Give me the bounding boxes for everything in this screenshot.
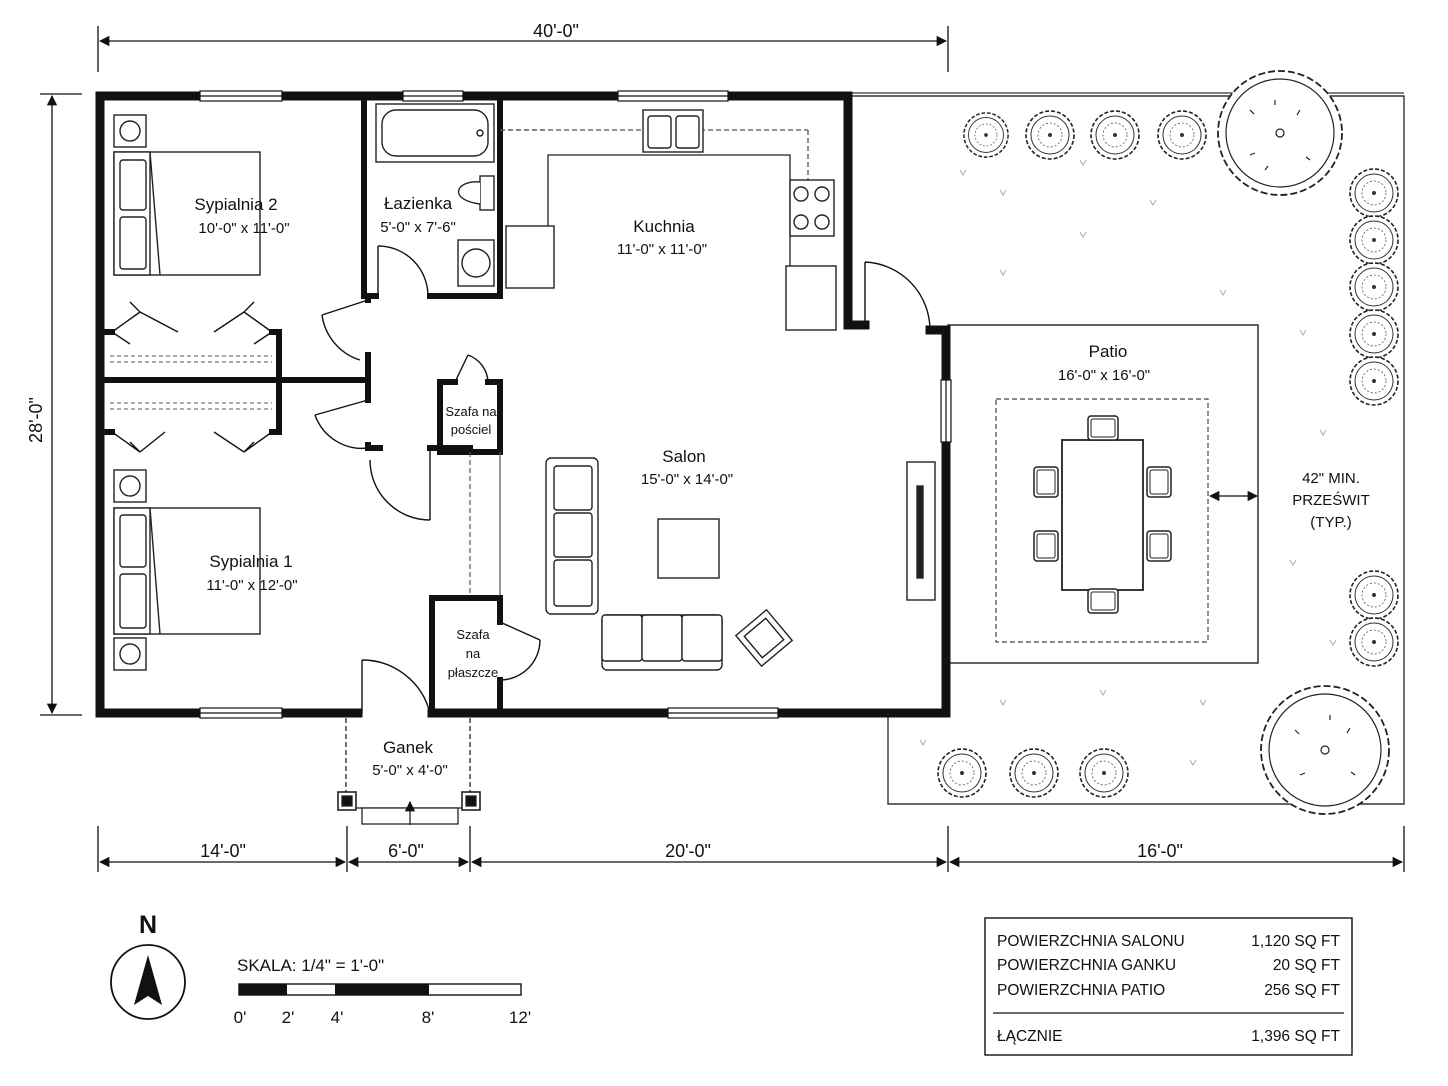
kitchen-sink-icon (642, 109, 704, 153)
windows (199, 90, 952, 719)
shrub-row-top (963, 110, 1207, 160)
tv-console-icon (906, 461, 936, 601)
dimension-label-1: 14'-0" (200, 841, 246, 861)
bedroom1-name: Sypialnia 1 (209, 552, 292, 571)
clearance-line-3: (TYP.) (1310, 514, 1351, 531)
scale-tick-0: 0' (234, 1008, 247, 1027)
shrub-column-right (1349, 168, 1399, 667)
clearance-line-2: PRZEŚWIT (1292, 491, 1370, 509)
north-arrow-icon: N (110, 911, 186, 1020)
living-size: 15'-0" x 14'-0" (641, 471, 733, 488)
bathtub-icon (375, 103, 495, 163)
north-label: N (139, 911, 157, 939)
fridge-icon (785, 265, 837, 331)
doors (111, 245, 931, 714)
porch (337, 718, 481, 825)
living-name: Salon (662, 447, 705, 466)
shrub-row-bottom (937, 748, 1129, 798)
dimension-label-2: 6'-0" (388, 841, 424, 861)
area-row-label: POWIERZCHNIA GANKU (997, 957, 1176, 974)
scale-tick-4: 4' (331, 1008, 344, 1027)
sofa-icon (545, 457, 599, 615)
coat-closet-line-3: płaszcze (448, 665, 499, 680)
scale-label: SKALA: 1/4" = 1'-0" (237, 956, 384, 975)
bathroom-size: 5'-0" x 7'-6" (380, 219, 456, 236)
kitchen-name: Kuchnia (633, 217, 695, 236)
dining-table (1033, 415, 1172, 614)
area-total-label: ŁĄCZNIE (997, 1028, 1062, 1045)
bathroom-name: Łazienka (384, 194, 453, 213)
bed-icon (113, 469, 261, 671)
porch-size: 5'-0" x 4'-0" (372, 762, 448, 779)
sink-icon (457, 239, 495, 287)
top-dimension: 40'-0" (97, 21, 949, 72)
scale-tick-12: 12' (509, 1008, 531, 1027)
clearance-line-1: 42" MIN. (1302, 470, 1360, 487)
scale-bar: SKALA: 1/4" = 1'-0" 0' 2' 4' 8' 12' (234, 956, 531, 1027)
top-dimension-label: 40'-0" (533, 21, 579, 41)
linen-closet-line-1: Szafa na (445, 404, 497, 419)
coffee-table-icon (657, 518, 720, 579)
bedroom1-size: 11'-0" x 12'-0" (206, 577, 297, 594)
stove-icon (789, 179, 835, 237)
linen-closet-line-2: pościel (451, 422, 492, 437)
area-table: POWIERZCHNIA SALONU 1,120 SQ FT POWIERZC… (984, 917, 1353, 1056)
pantry-box (505, 225, 555, 289)
tree-icon (1260, 685, 1390, 815)
patio-name: Patio (1089, 342, 1128, 361)
area-row-label: POWIERZCHNIA SALONU (997, 933, 1185, 950)
bottom-dimensions (97, 826, 1405, 872)
coat-closet-line-2: na (466, 646, 481, 661)
armchair-icon (734, 608, 794, 668)
area-total-value: 1,396 SQ FT (1251, 1028, 1340, 1045)
scale-tick-8: 8' (422, 1008, 435, 1027)
left-dimension: 28'-0" (26, 93, 82, 716)
dimension-label-3: 20'-0" (665, 841, 711, 861)
kitchen-size: 11'-0" x 11'-0" (617, 241, 707, 258)
bedroom2-size: 10'-0" x 11'-0" (198, 220, 289, 237)
sofa-icon (601, 614, 723, 671)
area-row-label: POWIERZCHNIA PATIO (997, 982, 1165, 999)
porch-name: Ganek (383, 738, 434, 757)
area-row-value: 20 SQ FT (1273, 957, 1341, 974)
interior-walls (101, 96, 503, 716)
left-dimension-label: 28'-0" (26, 397, 46, 443)
closet-rods (110, 355, 272, 410)
bedroom2-name: Sypialnia 2 (194, 195, 277, 214)
patio-size: 16'-0" x 16'-0" (1058, 367, 1150, 384)
scale-tick-2: 2' (282, 1008, 295, 1027)
area-row-value: 1,120 SQ FT (1251, 933, 1340, 950)
tree-icon (1217, 70, 1343, 196)
bed-icon (113, 114, 261, 276)
patio: Patio 16'-0" x 16'-0" (947, 324, 1259, 664)
toilet-icon (457, 175, 495, 211)
coat-closet-line-1: Szafa (456, 627, 490, 642)
dimension-label-4: 16'-0" (1137, 841, 1183, 861)
area-row-value: 256 SQ FT (1264, 982, 1340, 999)
clearance-note: 42" MIN. PRZEŚWIT (TYP.) (1292, 470, 1370, 531)
